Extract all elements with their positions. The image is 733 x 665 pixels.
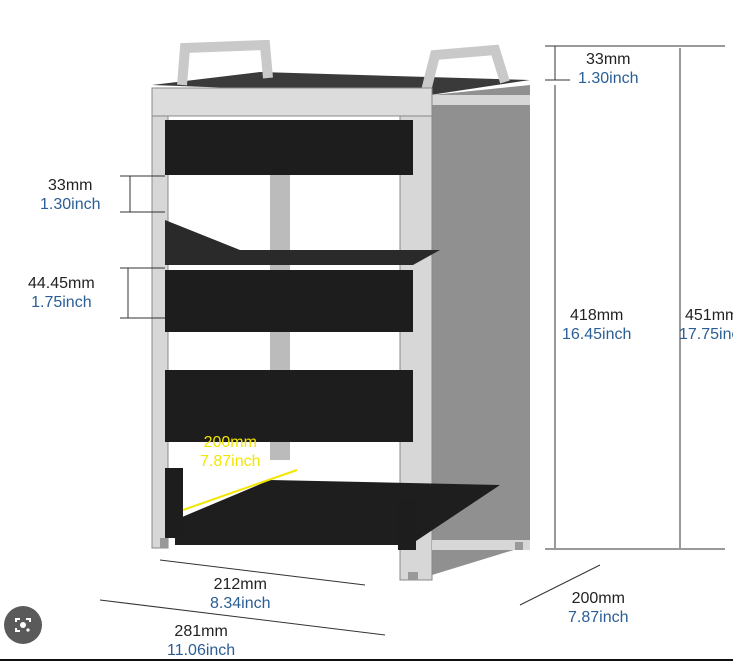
dim-mm: 451mm [685, 307, 733, 324]
dim-inch: 1.30inch [40, 196, 101, 213]
total-height-dimension: 451mm 17.75inch [679, 306, 733, 344]
handle-right [420, 44, 510, 97]
dim-mm: 281mm [174, 623, 228, 640]
dim-mm: 33mm [586, 51, 631, 68]
dim-inch: 17.75inch [679, 326, 733, 343]
dim-inch: 16.45inch [562, 326, 632, 343]
dim-mm: 44.45mm [28, 275, 95, 292]
dim-inch: 11.06inch [167, 642, 236, 659]
top-plate [152, 72, 530, 95]
top-front-rail [151, 87, 433, 117]
depth-dimension: 200mm 7.87inch [568, 589, 629, 627]
yellow-depth-line [182, 469, 298, 511]
inner-width-dimension: 212mm 8.34inch [210, 575, 271, 613]
lens-search-button[interactable] [4, 606, 42, 644]
dim-inch: 7.87inch [200, 453, 261, 470]
outer-width-dimension: 281mm 11.06inch [167, 622, 235, 660]
side-glass-panel [432, 85, 530, 575]
dim-mm: 200mm [203, 434, 257, 451]
dim-inch: 7.87inch [568, 609, 629, 626]
dim-mm: 33mm [48, 177, 93, 194]
dimension-lines [99, 45, 725, 636]
dim-mm: 212mm [213, 576, 267, 593]
lens-search-icon [15, 618, 31, 632]
blank-panel-1 [165, 120, 413, 175]
dim-mm: 200mm [571, 590, 625, 607]
top-rail-side [432, 95, 530, 105]
blank-panel-3 [165, 370, 413, 442]
blank-panel-2 [165, 270, 413, 332]
middle-shelf [165, 220, 440, 265]
bottom-shelf [175, 480, 500, 545]
dim-mm: 418mm [570, 307, 624, 324]
dim-inch: 1.75inch [31, 294, 92, 311]
dim-inch: 8.34inch [210, 595, 271, 612]
rack-unit-dimension: 44.45mm 1.75inch [28, 274, 95, 312]
bottom-rail-side [432, 540, 530, 550]
shelf-depth-dimension: 200mm 7.87inch [200, 433, 261, 471]
rack-gap-dimension: 33mm 1.30inch [40, 176, 101, 214]
top-handle-dimension: 33mm 1.30inch [578, 50, 639, 88]
handle-left [177, 39, 273, 86]
inner-height-dimension: 418mm 16.45inch [562, 306, 631, 344]
divider [0, 659, 733, 661]
dim-inch: 1.30inch [578, 70, 639, 87]
